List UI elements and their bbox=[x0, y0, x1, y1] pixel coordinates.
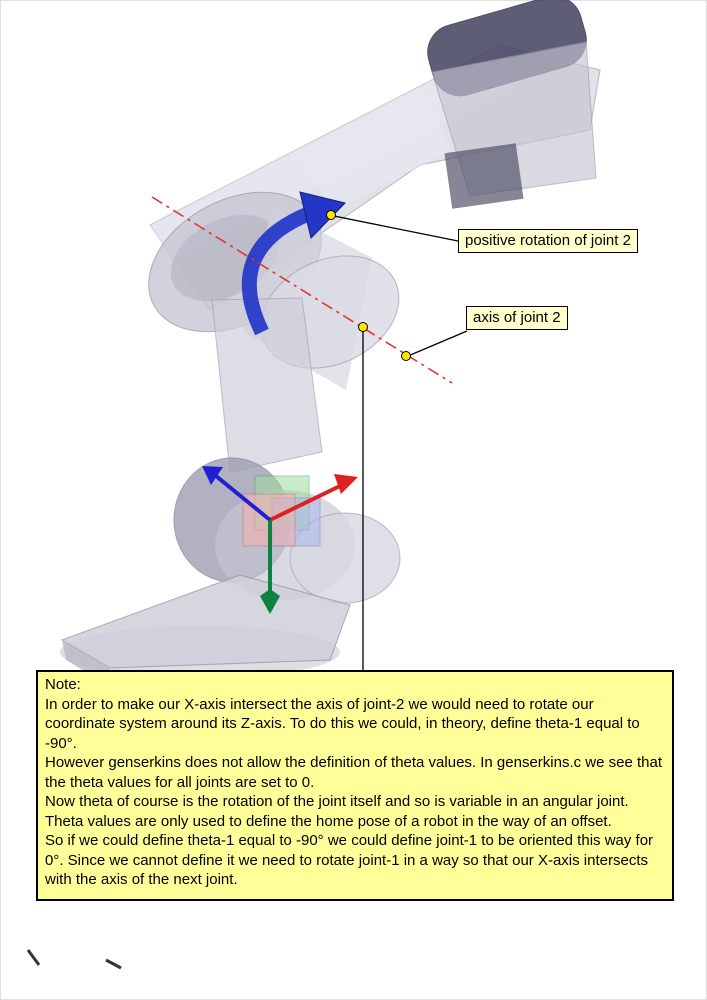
rotation-arrow-body bbox=[241, 207, 311, 336]
rotation-arrowhead-icon bbox=[299, 191, 346, 240]
y-axis-arrowhead-icon bbox=[260, 589, 280, 614]
callout-axis-of-joint2-label: axis of joint 2 bbox=[473, 309, 561, 326]
coordinate-frame bbox=[202, 466, 358, 614]
callout-axis-of-joint2: axis of joint 2 bbox=[466, 306, 568, 330]
axis-markers bbox=[326, 210, 411, 361]
note-paragraph-2: However genserkins does not allow the de… bbox=[45, 754, 663, 791]
axis-marker-dot bbox=[326, 210, 336, 220]
x-axis-arrowhead-icon bbox=[334, 474, 358, 494]
note-box: Note: In order to make our X-axis inters… bbox=[36, 670, 674, 901]
z-axis-arrowhead-icon bbox=[202, 466, 223, 485]
joint2-axis-line bbox=[151, 196, 453, 384]
note-title: Note: bbox=[45, 676, 81, 693]
robot-arm-illustration bbox=[60, 0, 601, 688]
stray-mark bbox=[105, 958, 122, 970]
stray-mark bbox=[26, 949, 41, 966]
axis-marker-dot bbox=[401, 351, 411, 361]
callout-connectors bbox=[333, 215, 468, 671]
x-axis-arrow bbox=[269, 483, 343, 522]
note-paragraph-4: So if we could define theta-1 equal to -… bbox=[45, 832, 654, 888]
callout-positive-rotation-label: positive rotation of joint 2 bbox=[465, 232, 631, 249]
connector-rotation-label bbox=[333, 215, 459, 242]
callout-positive-rotation: positive rotation of joint 2 bbox=[458, 229, 638, 253]
note-paragraph-3: Now theta of course is the rotation of t… bbox=[45, 793, 629, 830]
beam-face bbox=[300, 90, 452, 212]
lower-arm-link bbox=[211, 297, 323, 473]
rotation-arrow bbox=[241, 191, 346, 336]
z-axis-arrow bbox=[214, 474, 272, 522]
wrist-block bbox=[444, 143, 524, 209]
note-paragraph-1: In order to make our X-axis intersect th… bbox=[45, 695, 640, 752]
stray-marks bbox=[26, 949, 122, 970]
axis-marker-dot bbox=[358, 322, 368, 332]
connector-axis-label bbox=[407, 330, 468, 357]
